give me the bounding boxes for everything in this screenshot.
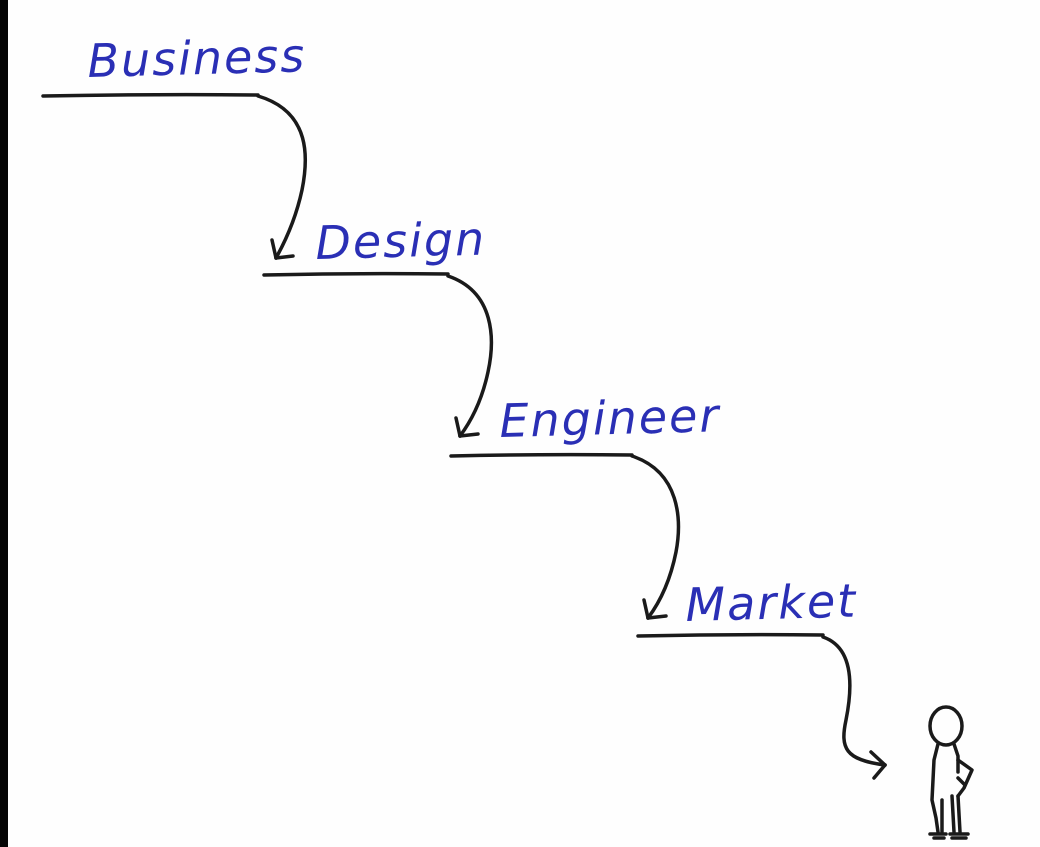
arrow-business-to-design xyxy=(256,94,308,260)
step-line-market xyxy=(636,632,825,638)
arrow-design-to-engineer xyxy=(446,274,494,438)
arrow-engineer-to-market xyxy=(630,454,681,620)
person-icon xyxy=(928,705,974,840)
step-label-business: Business xyxy=(86,28,307,88)
step-label-engineer: Engineer xyxy=(498,388,721,448)
arrow-market-to-person xyxy=(821,635,887,780)
left-edge-border xyxy=(0,0,8,847)
step-line-business xyxy=(41,92,260,98)
step-label-design: Design xyxy=(314,211,487,270)
step-label-market: Market xyxy=(684,573,858,632)
step-line-engineer xyxy=(449,452,634,458)
step-line-design xyxy=(262,271,450,277)
